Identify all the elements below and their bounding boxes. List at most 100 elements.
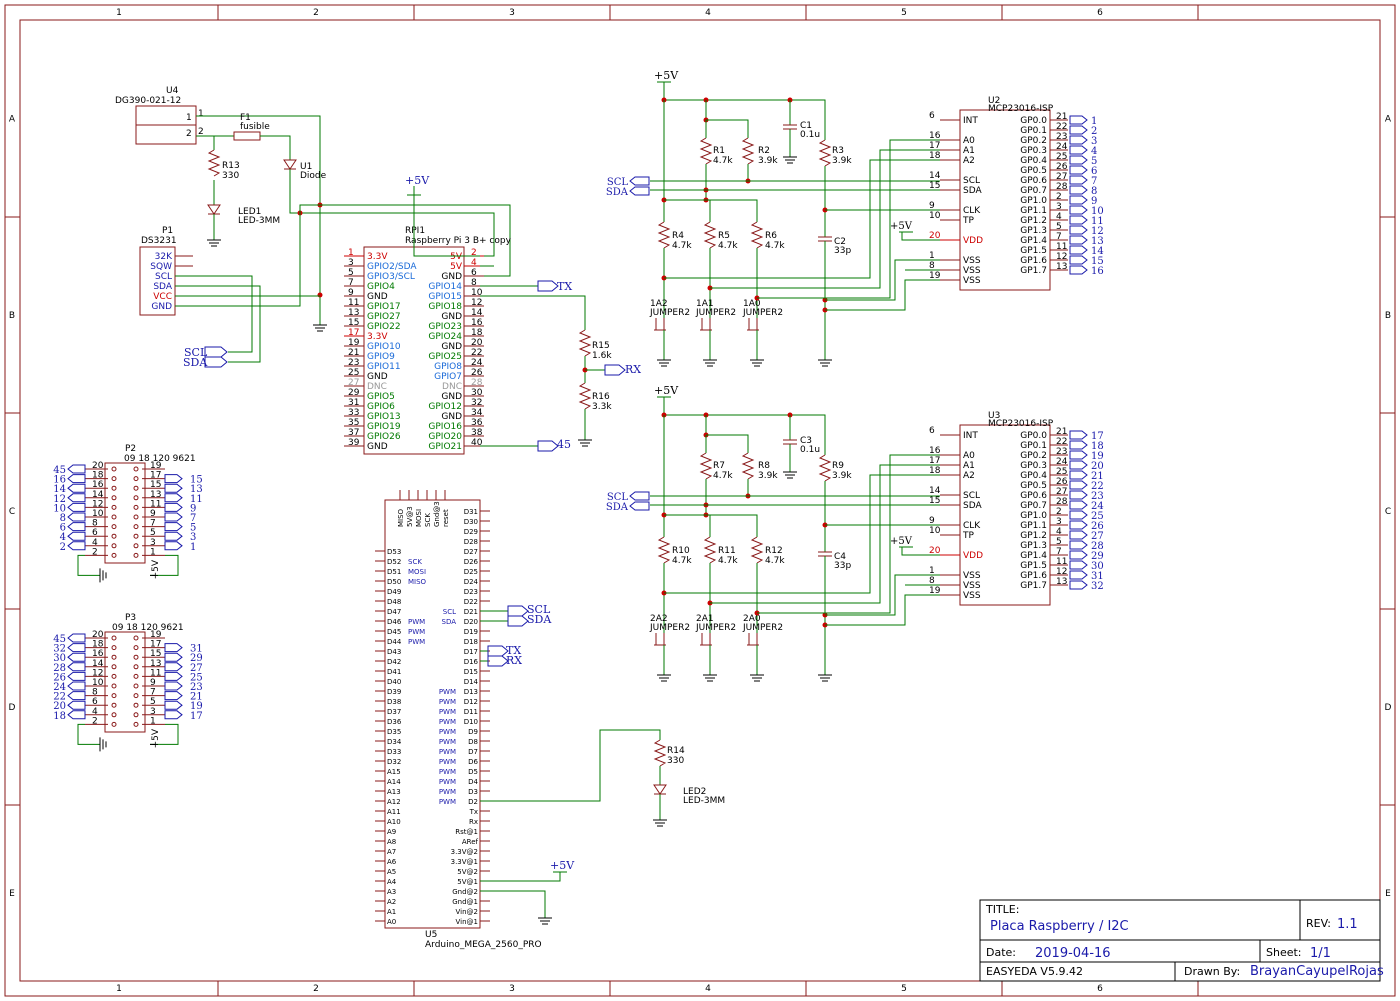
u5-rpin-5v@2: 5V@2 — [457, 868, 478, 876]
upperBlock-pd-1-ref: R5 — [718, 231, 730, 241]
sheet-label: Sheet: — [1266, 946, 1302, 959]
lowerBlock-gp-flag-20: 20 — [1069, 460, 1104, 472]
title-label: TITLE: — [985, 903, 1019, 916]
frame-col-6-bottom: 6 — [1097, 984, 1103, 994]
lowerBlock-chip-lpin-14: 14 — [929, 486, 941, 496]
lowerBlock-scl-flag: SCL — [607, 491, 650, 503]
p3g-lpin-10: 10 — [92, 678, 104, 688]
resistor — [818, 454, 832, 482]
lowerBlock-chip-lname-19: VSS — [963, 591, 981, 601]
u5-rpin-d12: D12 — [464, 698, 478, 706]
p2g-lpin-12: 12 — [92, 499, 103, 509]
upperBlock-sda-flag: SDA — [606, 186, 650, 198]
frame-col-6: 6 — [1097, 8, 1103, 18]
p2g-lflag-4: 4 — [60, 531, 86, 543]
upperBlock-gp-flag-label-14: 14 — [1091, 246, 1104, 257]
rpi-pin-9: 9 — [348, 288, 354, 298]
lowerBlock-gp-flag-label-31: 31 — [1091, 571, 1104, 582]
u5-func-d4: PWM — [439, 778, 456, 786]
u5-rpin-vin@1: Vin@1 — [456, 918, 478, 926]
rpi-pin-name-35: GPIO19 — [367, 422, 401, 432]
u5-rpin-d15: D15 — [464, 668, 478, 676]
p3g-value: 09 18 120 9621 — [112, 623, 184, 633]
upperBlock-chip-rpin-25: 25 — [1056, 152, 1067, 162]
svg-text:3.3k: 3.3k — [592, 402, 612, 412]
lowerBlock-gp-flag-18: 18 — [1069, 440, 1104, 452]
upperBlock-chip-lpin-17: 17 — [929, 141, 940, 151]
u5-lpin-d53: D53 — [387, 548, 401, 556]
upperBlock-gp-flag-label-15: 15 — [1091, 256, 1104, 267]
lowerBlock-chip-lpin-1: 1 — [929, 566, 935, 576]
lowerBlock-jumper-2-ref: 2A0 — [743, 614, 761, 624]
frame-row-C: C — [9, 507, 15, 517]
rpi-pin-4: 4 — [471, 258, 477, 268]
p2g-lflag-8: 8 — [60, 512, 86, 524]
p3g-vcc-label: +5V — [151, 728, 161, 748]
u5-rpin-d20: D20 — [464, 618, 478, 626]
upperBlock-chip-lname-9: CLK — [963, 206, 981, 216]
u5-func-d21: SCL — [443, 608, 456, 616]
u5-rpin-d31: D31 — [464, 508, 478, 516]
p3g-lflag-24: 24 — [53, 681, 86, 693]
svg-text:Raspberry Pi 3 B+ copy: Raspberry Pi 3 B+ copy — [405, 236, 512, 246]
lowerBlock-gp-flag-27: 27 — [1069, 530, 1104, 542]
rpi-pin-name-16: GPIO23 — [428, 322, 462, 332]
lowerBlock-res-c-ref: R9 — [832, 461, 844, 471]
upperBlock-chip-lname-6: INT — [963, 116, 978, 126]
rpi-pin-name-28: DNC — [442, 382, 462, 392]
svg-text:330: 330 — [222, 171, 239, 181]
p2g-value: 09 18 120 9621 — [124, 454, 196, 464]
rpi-pin-22: 22 — [471, 348, 482, 358]
lowerBlock-chip-rpin-7: 7 — [1056, 547, 1062, 557]
upperBlock-chip-lname-16: A0 — [963, 136, 975, 146]
rpi-pin-name-5: GPIO3/SCL — [367, 272, 415, 282]
u5-lpin-d39: D39 — [387, 688, 401, 696]
u5-func-d51: MOSI — [408, 568, 426, 576]
p3g-lpin-6: 6 — [92, 697, 98, 707]
frame-col-2: 2 — [313, 8, 319, 18]
upperBlock-chip-lname-14: SCL — [963, 176, 980, 186]
svg-text:RPI1: RPI1 — [405, 226, 425, 236]
rpi-pin-name-23: GPIO11 — [367, 362, 401, 372]
upperBlock-chip-rname-26: GP0.5 — [1020, 166, 1047, 176]
frame-row-D-right: D — [1385, 703, 1392, 713]
u5-body — [384, 499, 481, 929]
u5-lpin-d37: D37 — [387, 708, 401, 716]
u5-lpin-d38: D38 — [387, 698, 401, 706]
p3g-rpin-15: 15 — [150, 649, 161, 659]
led1-symbol — [207, 204, 221, 215]
rpi-pin-name-15: GPIO22 — [367, 322, 401, 332]
upperBlock-chip-lname-8: VSS — [963, 266, 981, 276]
svg-text:1: 1 — [198, 109, 204, 119]
upperBlock-gp-flag-label-13: 13 — [1091, 236, 1104, 247]
svg-text:LED-3MM: LED-3MM — [238, 216, 280, 226]
u5-rpin-rx: Rx — [469, 818, 478, 826]
upperBlock-chip-rname-23: GP0.2 — [1020, 136, 1047, 146]
lowerBlock-chip-lname-20: VDD — [963, 551, 983, 561]
rpi-pin-32: 32 — [471, 398, 482, 408]
upperBlock-gp-flag-7: 7 — [1069, 175, 1097, 187]
upperBlock-chip-rpin-28: 28 — [1056, 182, 1068, 192]
lowerBlock-chip-rpin-27: 27 — [1056, 487, 1067, 497]
p3g-rpin-19: 19 — [150, 630, 162, 640]
lowerBlock-chip-lname-9: CLK — [963, 521, 981, 531]
u5-scl-flag — [507, 605, 529, 617]
lowerBlock-chip-lpin-9: 9 — [929, 516, 935, 526]
rpi-pin-31: 31 — [348, 398, 359, 408]
p3g-rpin-7: 7 — [150, 688, 156, 698]
u5-rpin-d6: D6 — [468, 758, 478, 766]
lowerBlock-chip-lname-8: VSS — [963, 581, 981, 591]
lowerBlock-chip-lpin-16: 16 — [929, 446, 941, 456]
u5-func-d2: PWM — [439, 798, 456, 806]
upperBlock-jumper-0-value: JUMPER2 — [649, 308, 690, 318]
lowerBlock-gp-flag-label-26: 26 — [1091, 521, 1104, 532]
upperBlock-jumper-2-value: JUMPER2 — [742, 308, 783, 318]
upperBlock-cap2-value: 33p — [834, 246, 851, 256]
p2g-vcc-label: +5V — [151, 559, 161, 579]
upperBlock-gp-flag-label-11: 11 — [1091, 216, 1104, 227]
frame-row-E: E — [9, 889, 15, 899]
svg-text:330: 330 — [667, 756, 684, 766]
p3g-rpin-11: 11 — [150, 668, 161, 678]
svg-text:DS3231: DS3231 — [141, 236, 177, 246]
